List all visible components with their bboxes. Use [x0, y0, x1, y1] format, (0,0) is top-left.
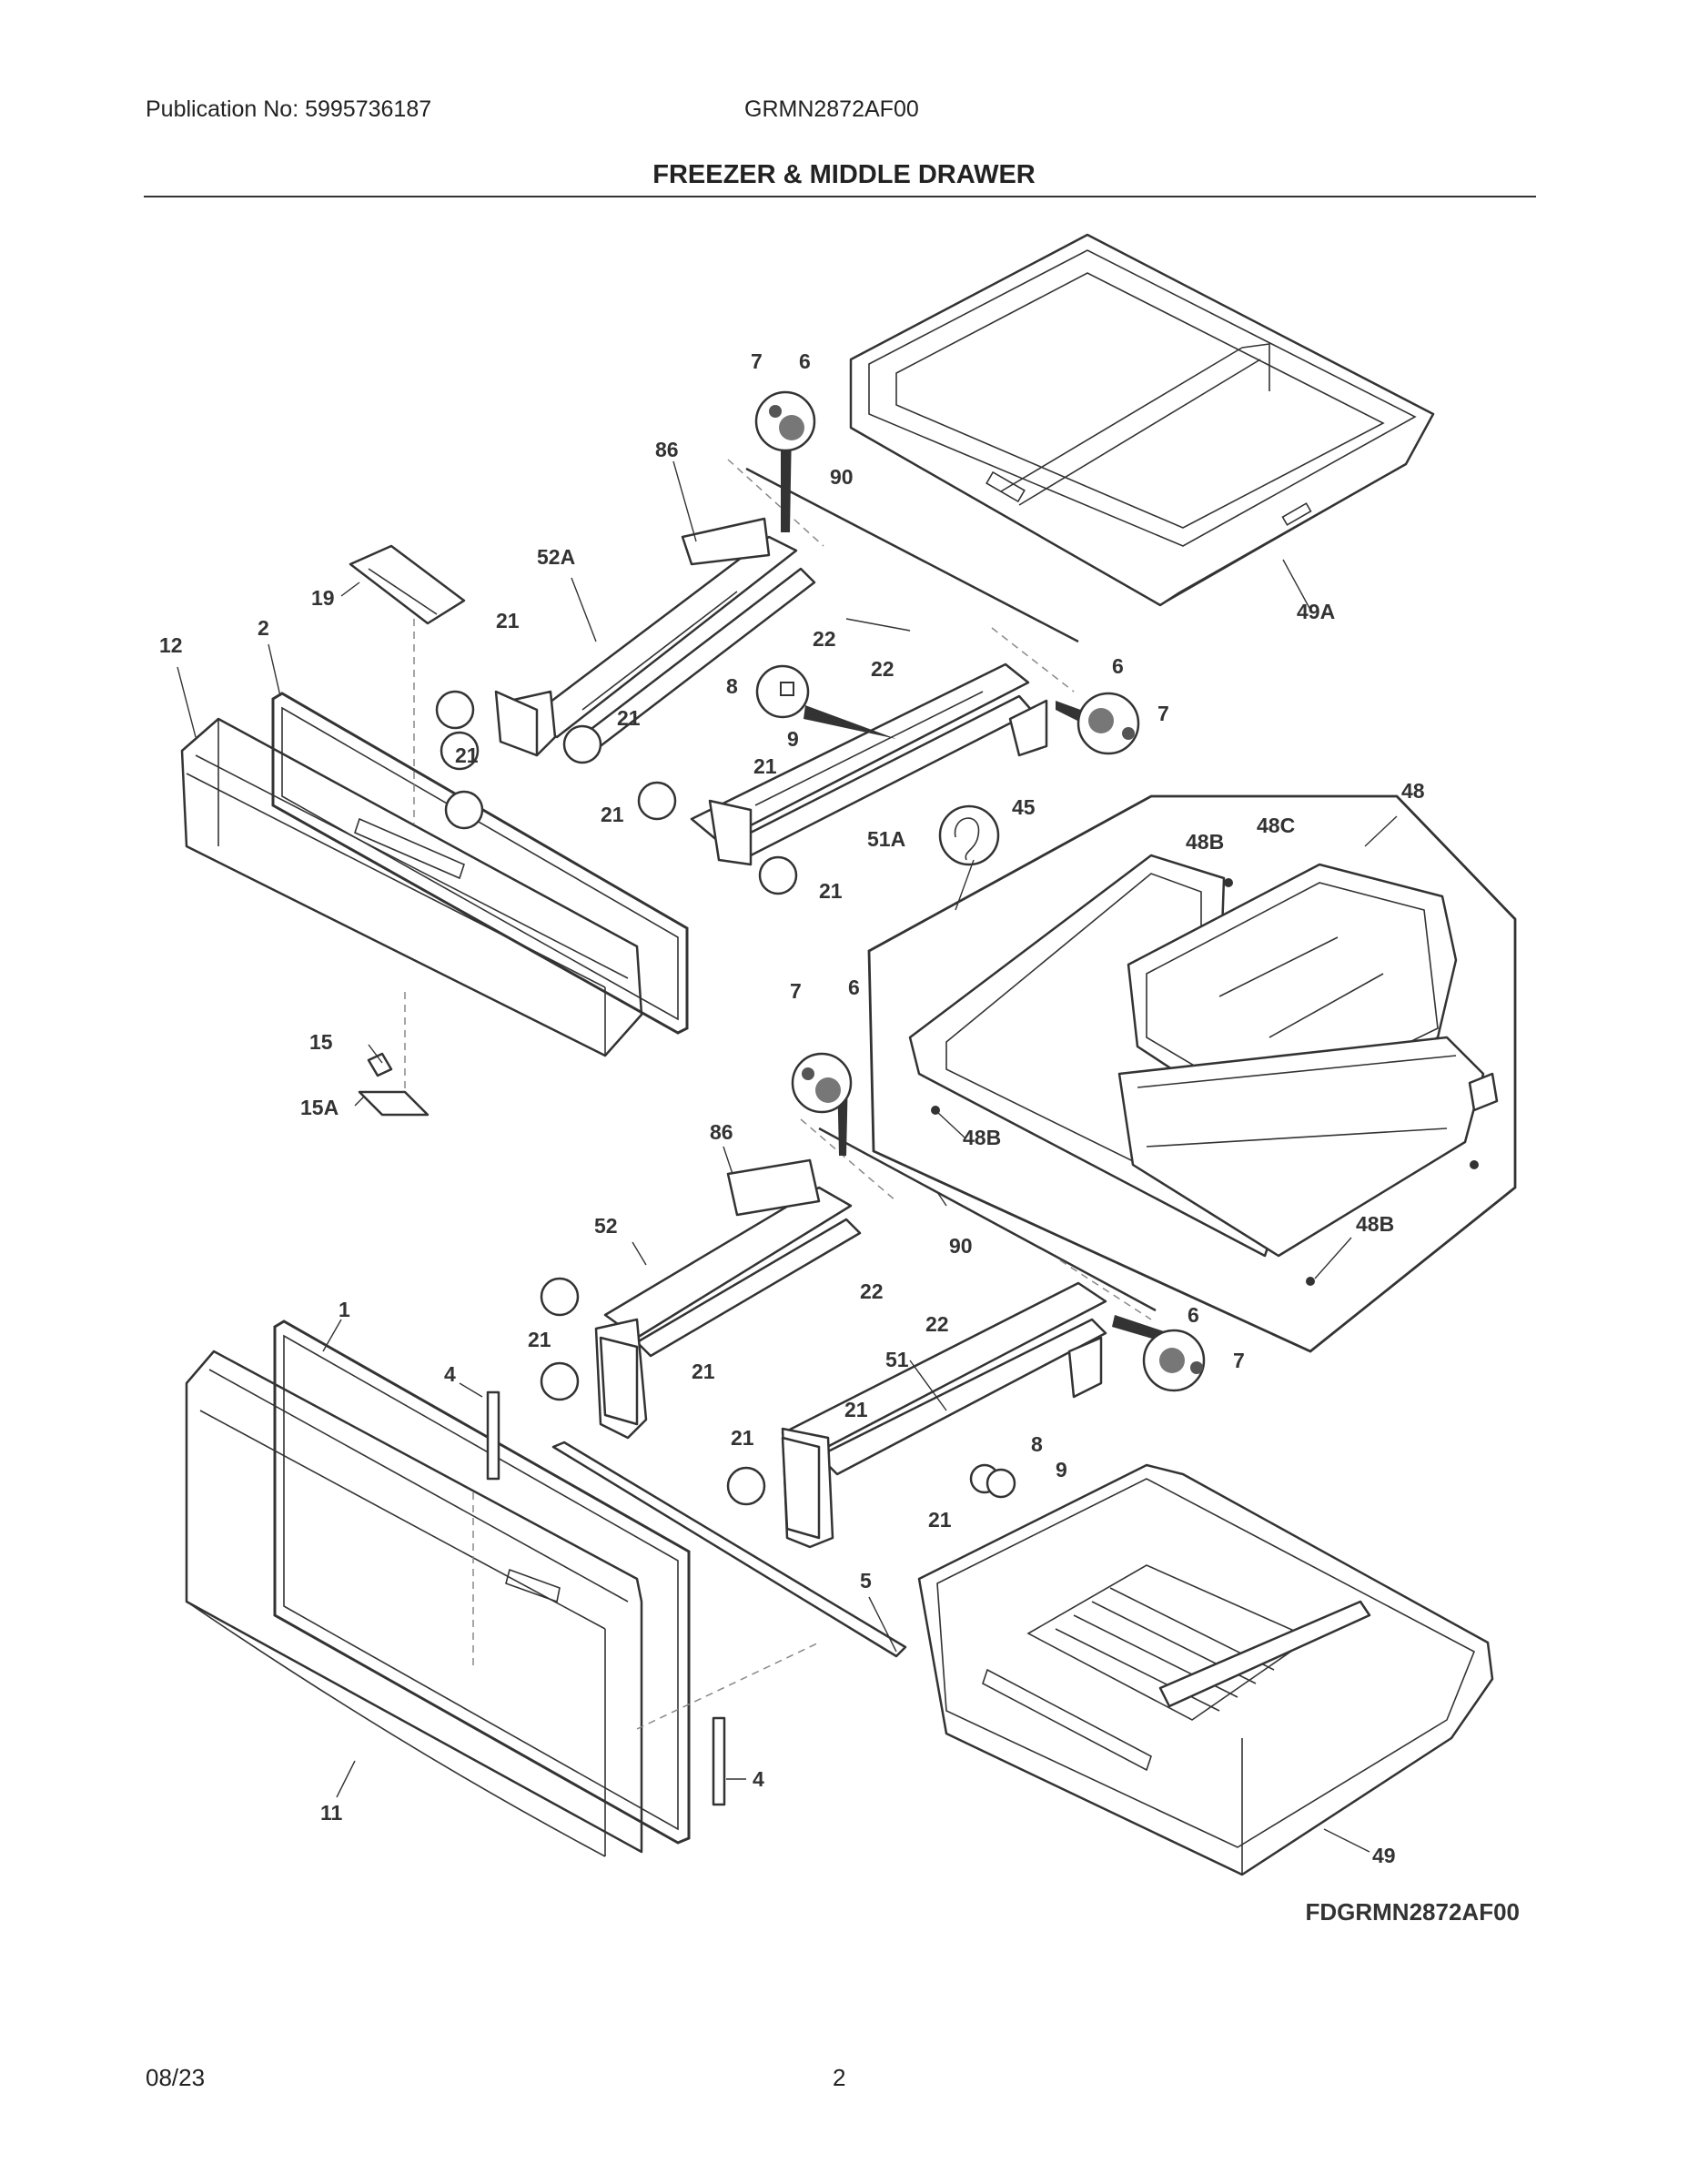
upper-slide-assembly	[494, 459, 1075, 866]
callout-11: 11	[320, 1801, 343, 1825]
callout-21a: 21	[496, 609, 520, 632]
callout-48b3: 48B	[1356, 1212, 1394, 1236]
callout-21b: 21	[617, 706, 641, 730]
callout-7d: 7	[1233, 1349, 1245, 1372]
callout-22b: 22	[871, 657, 895, 681]
sensor-15	[367, 1052, 393, 1077]
callout-21g: 21	[528, 1328, 551, 1351]
middle-drawer-group	[867, 794, 1517, 1353]
callout-52: 52	[594, 1214, 618, 1238]
callout-52a: 52A	[537, 545, 575, 569]
leader-lines	[177, 460, 1398, 1853]
callout-48b1: 48B	[1186, 830, 1224, 854]
clip-48b	[1224, 878, 1233, 887]
callout-labels: 7 6 86 90 52A 19 21 12 2 22 49A 8 22 6 2…	[159, 349, 1425, 1867]
trim-4-lower	[712, 1716, 726, 1806]
callout-15a: 15A	[300, 1096, 339, 1119]
callout-6a: 6	[799, 349, 811, 373]
header-rule	[144, 196, 1536, 197]
publication-number: Publication No: 5995736187	[146, 96, 432, 122]
callout-12: 12	[159, 633, 183, 657]
callout-48c: 48C	[1257, 814, 1295, 837]
lower-gasket	[273, 1320, 691, 1845]
callout-21c: 21	[455, 743, 479, 767]
callout-51: 51	[885, 1348, 909, 1371]
lower-slide-assembly	[594, 1118, 1152, 1549]
callout-22d: 22	[925, 1312, 949, 1336]
callout-22a: 22	[813, 627, 836, 651]
model-number: GRMN2872AF00	[744, 96, 919, 122]
callout-21f: 21	[819, 879, 843, 903]
callout-9a: 9	[787, 727, 799, 751]
diagram-code: FDGRMN2872AF00	[1305, 1898, 1520, 1926]
trim-4-upper	[486, 1390, 500, 1481]
callout-6b: 6	[1112, 654, 1124, 678]
callout-15: 15	[309, 1030, 333, 1054]
callout-21e: 21	[601, 803, 624, 826]
control-board	[349, 544, 466, 625]
callout-4a: 4	[444, 1362, 456, 1386]
callout-86a: 86	[655, 438, 679, 461]
callout-4b: 4	[753, 1767, 764, 1791]
footer-date: 08/23	[146, 2064, 206, 2091]
callout-21d: 21	[753, 754, 777, 778]
sensor-cover-15a	[358, 1090, 430, 1117]
callout-21j: 21	[731, 1426, 754, 1450]
callout-9b: 9	[1056, 1458, 1067, 1481]
callout-1: 1	[339, 1298, 350, 1321]
trim-bar-5	[551, 1441, 907, 1658]
callout-5: 5	[860, 1569, 872, 1592]
callout-7a: 7	[751, 349, 763, 373]
callout-6d: 6	[1188, 1303, 1199, 1327]
callout-6c: 6	[848, 976, 860, 999]
callout-90a: 90	[830, 465, 854, 489]
upper-gasket	[271, 692, 689, 1035]
callout-7b: 7	[1157, 702, 1169, 725]
callout-22c: 22	[860, 1279, 884, 1303]
callout-48: 48	[1401, 779, 1425, 803]
callout-51a: 51A	[867, 827, 905, 851]
callout-21i: 21	[844, 1398, 868, 1421]
callout-49a: 49A	[1297, 600, 1335, 623]
rod-upper	[745, 467, 1079, 643]
callout-8b: 8	[1031, 1432, 1043, 1456]
callout-86b: 86	[710, 1120, 733, 1144]
callout-2: 2	[258, 616, 269, 640]
detail-circles	[435, 390, 1206, 1506]
callout-7c: 7	[790, 979, 802, 1003]
callout-45: 45	[1012, 795, 1036, 819]
rod-lower	[818, 1127, 1157, 1312]
page-title: FREEZER & MIDDLE DRAWER	[652, 160, 1036, 189]
freezer-upper-basket	[849, 233, 1435, 607]
callout-21k: 21	[928, 1508, 952, 1532]
lower-freezer-basket	[917, 1463, 1494, 1876]
footer-page-number: 2	[833, 2064, 846, 2091]
callout-90b: 90	[949, 1234, 973, 1258]
callout-19: 19	[311, 586, 335, 610]
lower-drawer-front	[185, 1350, 643, 1857]
callout-48b2: 48B	[963, 1126, 1001, 1149]
callout-8a: 8	[726, 674, 738, 698]
callout-49: 49	[1372, 1844, 1396, 1867]
callout-21h: 21	[692, 1360, 715, 1383]
